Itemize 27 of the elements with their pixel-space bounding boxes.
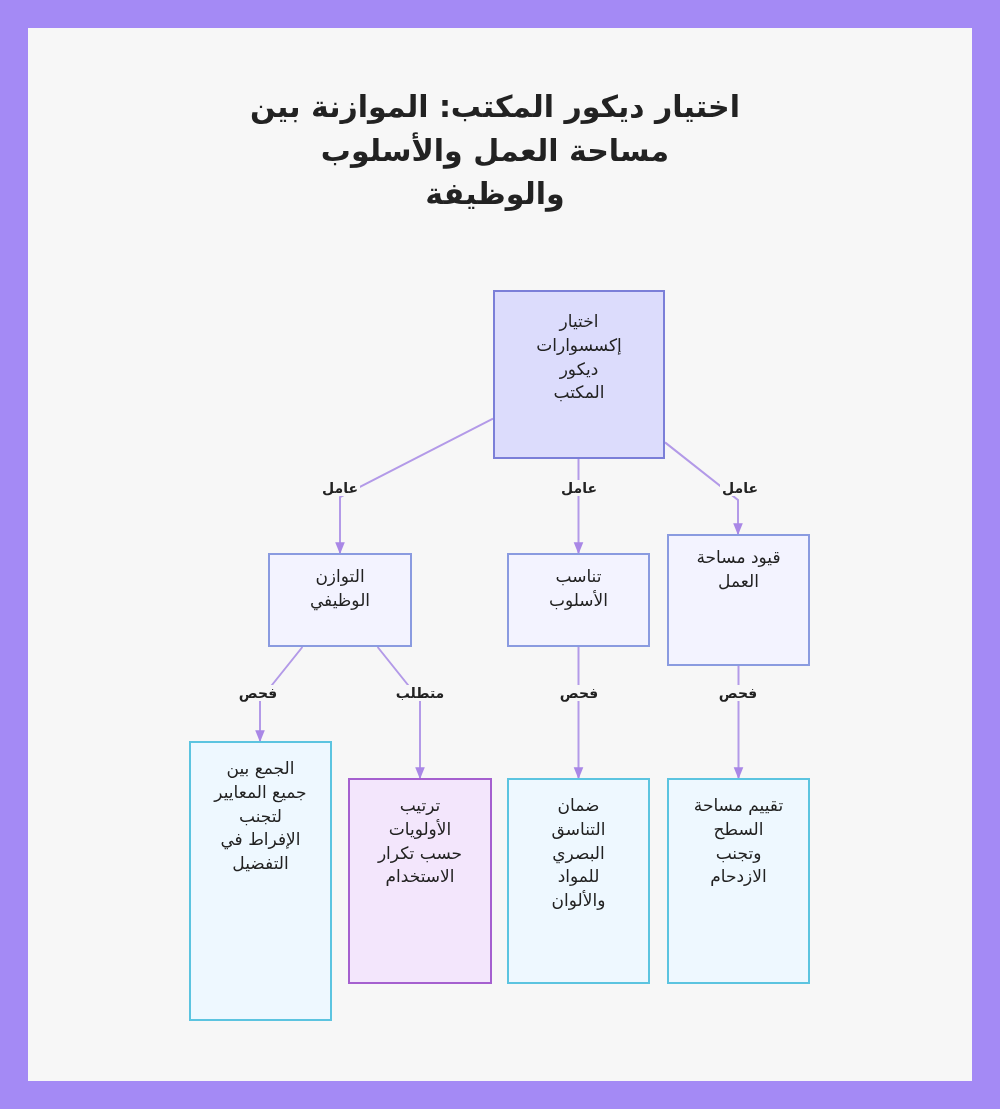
process-box <box>507 778 650 984</box>
node-text: ضمان التناسق البصري للمواد والألوان <box>550 794 607 913</box>
process-box <box>348 778 492 984</box>
arrow <box>573 458 584 555</box>
node-text: تناسب الأسلوب <box>547 565 610 612</box>
process-box <box>268 553 412 647</box>
process-box <box>189 741 332 1021</box>
title: اختيار ديكور المكتب: الموازنة بين مساحة العمل والأسلوب والوظيفة <box>250 88 740 214</box>
arrow <box>573 646 584 780</box>
edge-label: عامل <box>720 480 760 496</box>
arrow <box>733 665 744 780</box>
node-text: ترتيب الأولويات حسب تكرار الاستخدام <box>376 794 464 889</box>
node-text: تقييم مساحة السطح وتجنب الازدحام <box>692 794 785 889</box>
process-box <box>493 290 665 459</box>
process-box <box>667 778 810 984</box>
node-text: الجمع بين جميع المعايير لتجنب الإفراط في التفضيل <box>213 757 308 876</box>
edge-label: عامل <box>559 480 599 496</box>
arrow <box>335 417 494 555</box>
node-text: اختيار إكسسوارات ديكور المكتب <box>535 310 623 405</box>
edge-label: عامل <box>320 480 360 496</box>
node-text: قيود مساحة العمل <box>695 546 782 593</box>
edge-label: متطلب <box>393 685 447 701</box>
node-text: التوازن الوظيفي <box>308 565 372 613</box>
process-box <box>667 534 810 666</box>
arrow <box>376 646 425 780</box>
process-box <box>507 553 650 647</box>
arrow <box>664 441 743 536</box>
